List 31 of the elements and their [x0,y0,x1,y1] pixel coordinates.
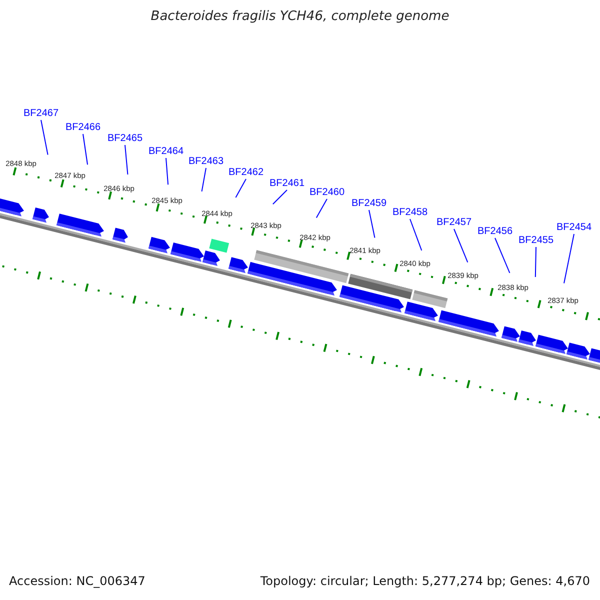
gene-label: BF2456 [477,226,513,238]
leader-line [368,210,376,238]
leader-line [410,218,422,251]
genome-info-text: Topology: circular; Length: 5,277,274 bp; Genes: 4,670 [260,574,590,588]
leader-line [316,198,328,218]
leader-line [124,144,128,175]
gene-label: BF2454 [556,222,592,234]
gene-label: BF2461 [269,178,305,190]
gene-label: BF2460 [309,187,345,199]
leader-line [534,246,536,278]
gene-label: BF2465 [107,133,143,145]
leader-line [201,168,206,192]
leader-line [564,234,574,284]
gene-label: BF2457 [436,217,472,229]
leader-line [166,158,169,186]
gene-label: BF2464 [148,146,184,158]
gene-label: BF2467 [23,108,59,120]
leader-line [40,120,48,156]
leader-line [82,134,88,166]
gene-label: BF2462 [228,167,264,179]
gene-label: BF2455 [518,235,554,247]
gene-label: BF2459 [351,198,387,210]
gene-label: BF2466 [65,122,101,134]
accession-text: Accession: NC_006347 [9,574,146,588]
gene-label: BF2463 [188,156,224,168]
leader-line [494,238,510,274]
leader-line [235,178,246,198]
leader-line [272,190,288,205]
leader-line [454,228,468,263]
gene-label: BF2458 [392,207,428,219]
title: Bacteroides fragilis YCH46, complete genome [150,9,450,24]
